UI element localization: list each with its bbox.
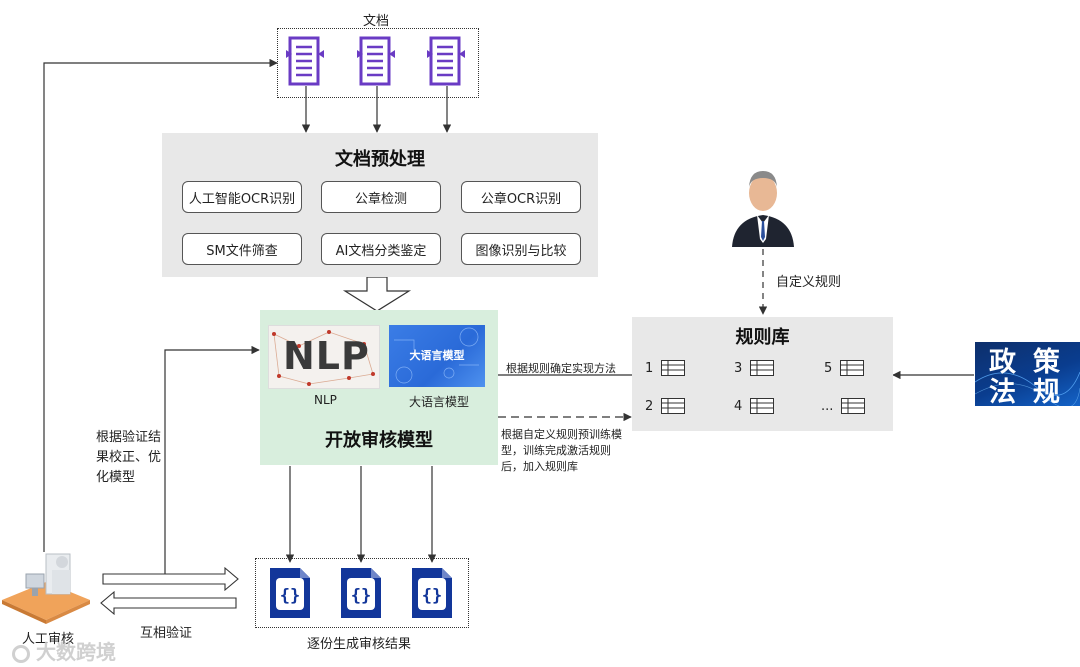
documents-group [277, 28, 479, 98]
policy-glow [975, 371, 1080, 406]
pretrain-line: 型，训练完成激活规则 [501, 444, 611, 457]
policy-char: 规 [1033, 377, 1060, 408]
table-icon [841, 398, 866, 414]
feedback-line: 果校正、优 [96, 450, 162, 465]
policy-regulations-tile: 政 策 法 规 [975, 342, 1080, 408]
table-icon [750, 360, 775, 376]
table-icon [661, 398, 686, 414]
result-file-icon: {} [341, 568, 381, 618]
arrow-review-documents [43, 58, 278, 552]
document-icon [357, 36, 395, 86]
rule-item: 3 [734, 360, 775, 376]
hollow-arrow-preprocess-model [342, 276, 412, 312]
preprocess-title: 文档预处理 [335, 149, 425, 170]
rule-number: 3 [734, 360, 743, 376]
feedback-label: 根据验证结 果校正、优 化模型 [96, 428, 161, 488]
custom-rule-label: 自定义规则 [776, 275, 842, 290]
document-icon [427, 36, 465, 86]
network-graphic [272, 330, 375, 386]
rule-item: 5 [824, 360, 865, 376]
rule-number: 5 [824, 360, 833, 376]
preprocess-item: 公章检测 [321, 181, 441, 213]
policy-char: 政 [989, 347, 1016, 378]
policy-char: 法 [989, 377, 1016, 408]
determine-method-label: 根据规则确定实现方法 [506, 362, 616, 375]
rule-number: 4 [734, 398, 743, 414]
hollow-arrow-left [100, 590, 237, 616]
preprocess-panel: 文档预处理 人工智能OCR识别 公章检测 公章OCR识别 SM文件筛查 AI文档… [162, 133, 598, 277]
svg-text:{}: {} [422, 586, 442, 606]
table-icon [661, 360, 686, 376]
svg-text:{}: {} [280, 586, 300, 606]
audit-model-title: 开放审核模型 [325, 430, 433, 451]
document-icon [286, 36, 324, 86]
rule-item: 2 [645, 398, 686, 414]
rule-number: ... [821, 398, 834, 414]
result-file-icon: {} [270, 568, 310, 618]
nlp-label: NLP [314, 393, 337, 407]
pretrain-label: 根据自定义规则预训练模 型，训练完成激活规则 后，加入规则库 [501, 427, 622, 475]
llm-pattern [394, 327, 479, 384]
human-review-label: 人工审核 [22, 632, 75, 647]
pretrain-line: 后，加入规则库 [501, 460, 578, 473]
rule-item: 4 [734, 398, 775, 414]
rules-title: 规则库 [735, 327, 790, 348]
rule-item: ... [821, 398, 866, 414]
watermark-text: 大数跨境 [36, 640, 116, 664]
rule-item: 1 [645, 360, 686, 376]
preprocess-item: 图像识别与比较 [461, 233, 581, 265]
mutual-verification-label: 互相验证 [140, 626, 193, 641]
person-icon [732, 171, 794, 247]
llm-image-text: 大语言模型 [409, 349, 465, 362]
preprocess-item: AI文档分类鉴定 [321, 233, 441, 265]
documents-label: 文档 [363, 14, 390, 29]
result-file-icon: {} [412, 568, 452, 618]
table-icon [750, 398, 775, 414]
nlp-image: NLP [268, 325, 380, 389]
feedback-line: 根据验证结 [96, 430, 162, 445]
rule-number: 1 [645, 360, 654, 376]
arrow-feedback-model [164, 345, 260, 575]
policy-char: 策 [1033, 347, 1060, 378]
results-label: 逐份生成审核结果 [307, 637, 412, 652]
pretrain-line: 根据自定义规则预训练模 [501, 428, 622, 441]
hollow-arrow-right [102, 566, 239, 592]
preprocess-item: SM文件筛查 [182, 233, 302, 265]
rule-number: 2 [645, 398, 654, 414]
nlp-image-text: NLP [283, 334, 370, 378]
preprocess-item: 公章OCR识别 [461, 181, 581, 213]
llm-image: 大语言模型 [389, 325, 485, 387]
llm-label: 大语言模型 [409, 395, 470, 409]
table-icon [840, 360, 865, 376]
preprocess-item: 人工智能OCR识别 [182, 181, 302, 213]
watermark: 大数跨境 [12, 636, 116, 665]
svg-text:{}: {} [351, 586, 371, 606]
watermark-logo-icon [12, 644, 30, 663]
feedback-line: 化模型 [96, 470, 136, 485]
results-group [255, 558, 469, 628]
human-reviewer-icon [2, 553, 90, 624]
